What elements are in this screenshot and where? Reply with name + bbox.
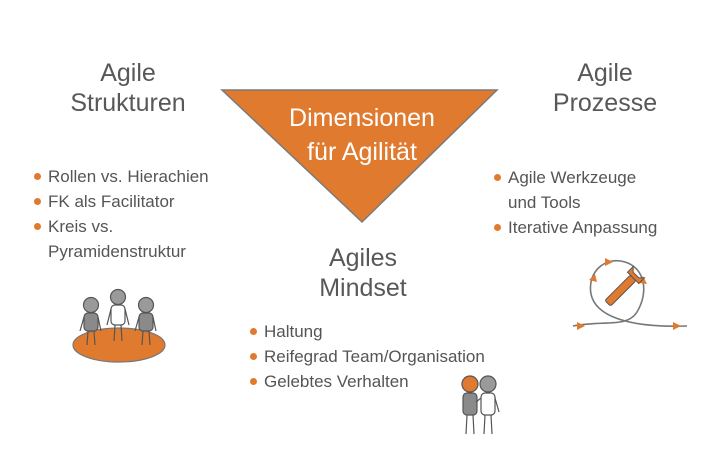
- center-title: Dimensionen für Agilität: [272, 101, 452, 169]
- list-item: Gelebtes Verhalten: [250, 369, 485, 394]
- mindset-title-line1: Agiles: [328, 244, 398, 272]
- strukturen-bullets: Rollen vs. Hierachien FK als Facilitator…: [34, 164, 209, 264]
- strukturen-title: Agile Strukturen: [48, 58, 208, 118]
- list-item: Rollen vs. Hierachien: [34, 164, 209, 189]
- center-title-line2: für Agilität: [307, 138, 417, 166]
- strukturen-title-line2: Strukturen: [70, 89, 186, 117]
- list-item: Haltung: [250, 319, 485, 344]
- two-people-icon: [461, 375, 500, 435]
- list-item: Iterative Anpassung: [494, 215, 657, 240]
- wrench-cycle-icon: [572, 258, 688, 330]
- mindset-bullets: Haltung Reifegrad Team/Organisation Gele…: [250, 319, 485, 394]
- prozesse-title-line1: Agile: [577, 59, 633, 87]
- list-item: FK als Facilitator: [34, 189, 209, 214]
- prozesse-title-line2: Prozesse: [552, 89, 658, 117]
- list-item: Kreis vs.Pyramidenstruktur: [34, 214, 209, 264]
- mindset-title-line2: Mindset: [319, 274, 407, 302]
- team-circle-icon: [72, 288, 166, 363]
- mindset-title: Agiles Mindset: [283, 243, 443, 303]
- prozesse-title: Agile Prozesse: [530, 58, 680, 118]
- center-title-line1: Dimensionen: [289, 104, 435, 132]
- strukturen-title-line1: Agile: [100, 59, 156, 87]
- list-item: Reifegrad Team/Organisation: [250, 344, 485, 369]
